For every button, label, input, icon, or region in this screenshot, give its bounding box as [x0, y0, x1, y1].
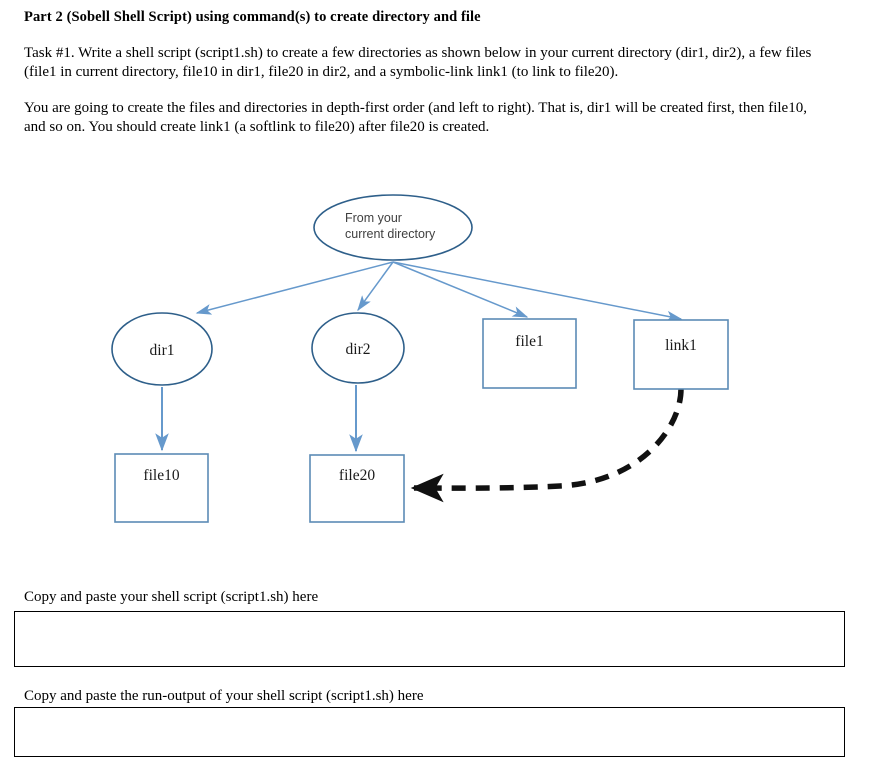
- node-file10[interactable]: file10: [114, 453, 209, 523]
- page-title: Part 2 (Sobell Shell Script) using comma…: [24, 9, 481, 25]
- node-file20[interactable]: file20: [309, 454, 405, 523]
- script-answer-box[interactable]: [14, 611, 845, 667]
- node-file20-label: file20: [339, 467, 375, 484]
- edge-root-to-link1: [392, 261, 683, 322]
- script-answer-label: Copy and paste your shell script (script…: [24, 589, 319, 605]
- edge-root-to-dir2: [357, 261, 394, 312]
- edge-link1-symlink-to-file20: [410, 388, 684, 503]
- node-root-label-line1: From your: [345, 211, 402, 225]
- assignment-text-block: Part 2 (Sobell Shell Script) using comma…: [24, 8, 854, 154]
- node-dir1[interactable]: dir1: [111, 312, 213, 386]
- edge-root-to-dir1: [195, 261, 394, 315]
- node-dir2-label: dir2: [346, 341, 371, 358]
- node-dir2[interactable]: dir2: [311, 312, 405, 384]
- directory-structure-diagram: From your current directory dir1 dir2 fi…: [0, 180, 882, 550]
- task-paragraph-1: Task #1. Write a shell script (script1.s…: [24, 45, 812, 80]
- node-file1-label: file1: [515, 333, 543, 350]
- node-file10-label: file10: [143, 467, 179, 484]
- node-link1-label: link1: [665, 337, 697, 354]
- edge-root-to-file1: [392, 261, 529, 318]
- node-link1[interactable]: link1: [633, 319, 729, 390]
- node-file1[interactable]: file1: [482, 318, 577, 389]
- output-answer-box[interactable]: [14, 707, 845, 757]
- node-root-current-directory[interactable]: From your current directory: [313, 194, 473, 261]
- task-paragraph-2: You are going to create the files and di…: [24, 100, 807, 135]
- node-root-label-line2: current directory: [345, 227, 436, 241]
- node-dir1-label: dir1: [150, 342, 175, 359]
- output-answer-label: Copy and paste the run-output of your sh…: [24, 688, 424, 704]
